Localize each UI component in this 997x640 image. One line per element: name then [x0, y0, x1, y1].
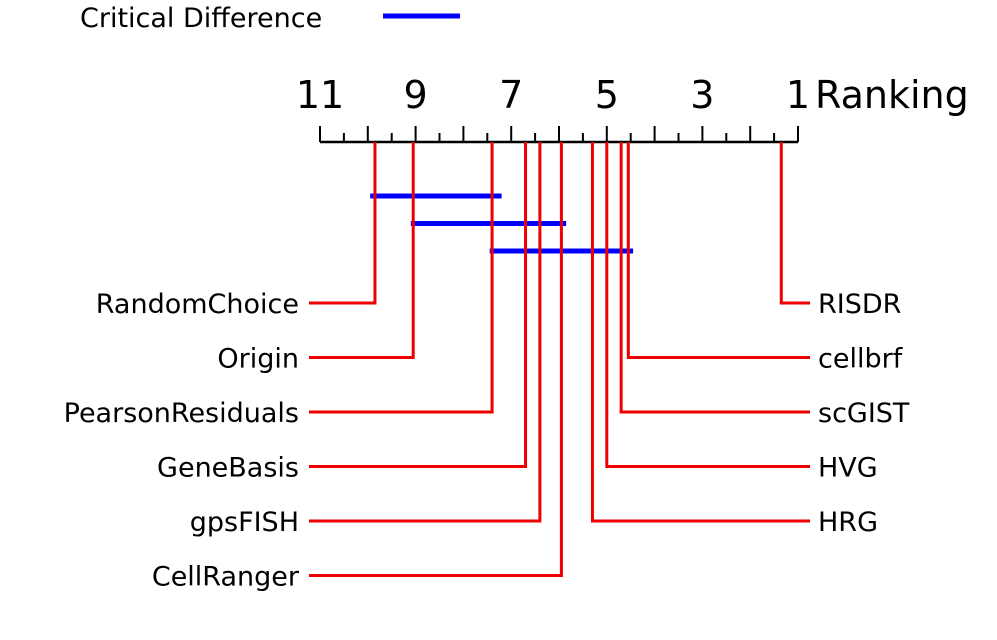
method-label-hvg: HVG — [818, 453, 878, 484]
method-label-cellbrf: cellbrf — [818, 344, 904, 375]
method-label-pearsonresiduals: PearsonResiduals — [64, 398, 299, 429]
method-label-scgist: scGIST — [818, 398, 910, 429]
method-line-cellbrf — [626, 142, 810, 359]
axis-tick-label: 9 — [404, 73, 428, 117]
method-label-cellranger: CellRanger — [152, 562, 300, 593]
axis-tick-label: 7 — [499, 73, 523, 117]
axis-title: Ranking — [815, 73, 969, 117]
axis-tick-label: 1 — [786, 73, 810, 117]
ranking-axis: 11 9 7 5 3 1 Ranking — [296, 73, 969, 144]
method-line-gpsfish — [309, 142, 542, 523]
method-line-hrg — [590, 142, 810, 523]
method-line-risdr — [779, 142, 810, 305]
method-label-origin: Origin — [217, 344, 299, 375]
method-line-genebasis — [309, 142, 528, 468]
axis-tick-label: 11 — [296, 73, 344, 117]
method-label-risdr: RISDR — [818, 289, 901, 320]
method-label-gpsfish: gpsFISH — [190, 507, 299, 538]
axis-ticks — [319, 126, 799, 142]
method-line-scgist — [619, 142, 810, 414]
method-line-cellranger — [309, 142, 563, 577]
method-label-randomchoice: RandomChoice — [96, 289, 299, 320]
axis-tick-labels: 11 9 7 5 3 1 — [296, 73, 810, 117]
method-rank-lines — [309, 142, 810, 577]
method-line-pearsonresiduals — [309, 142, 494, 414]
axis-tick-label: 5 — [595, 73, 619, 117]
method-line-hvg — [605, 142, 810, 468]
method-line-randomchoice — [309, 142, 377, 305]
legend-label: Critical Difference — [80, 3, 322, 34]
method-label-genebasis: GeneBasis — [157, 453, 299, 484]
method-line-origin — [309, 142, 415, 359]
method-labels: RandomChoiceOriginPearsonResidualsGeneBa… — [64, 289, 910, 593]
axis-tick-label: 3 — [690, 73, 714, 117]
method-label-hrg: HRG — [818, 507, 878, 538]
legend: Critical Difference — [80, 3, 460, 34]
